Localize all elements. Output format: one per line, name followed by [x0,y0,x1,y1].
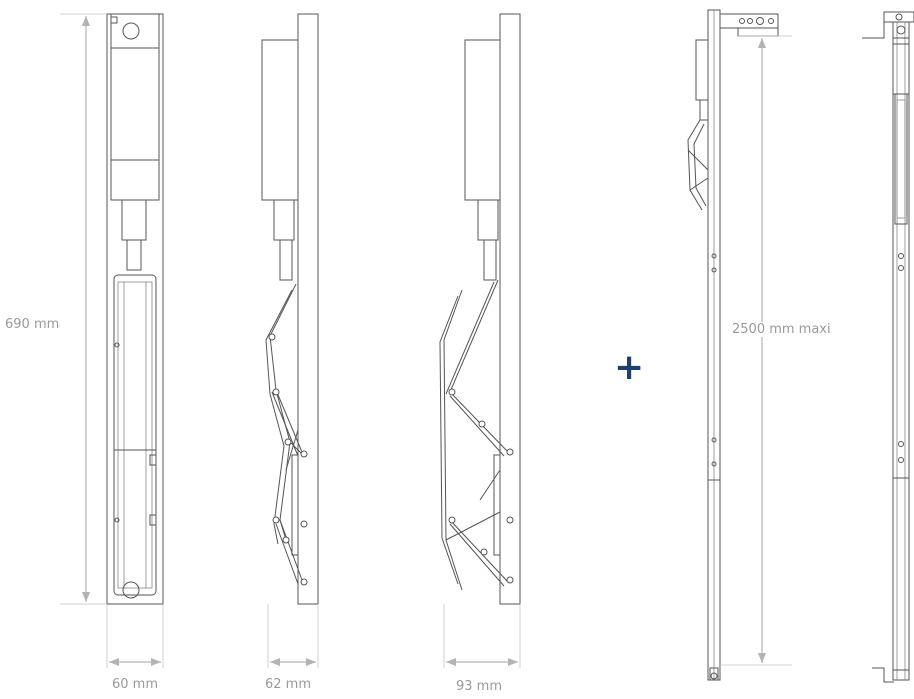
width-closed-dimension-label: 60 mm [112,677,159,692]
side-view-partial [261,13,319,668]
depth-partial-dimension-label: 62 mm [265,677,312,692]
extension-dimension-label: 2500 mm maxi [730,322,833,337]
depth-open-dimension-label: 93 mm [456,679,503,694]
extension-front-view [862,11,914,683]
height-dimension-label: 690 mm [5,317,60,332]
front-view [60,13,164,668]
side-view-open [439,13,521,668]
plus-symbol: + [614,347,645,388]
extension-side-view [687,9,792,681]
